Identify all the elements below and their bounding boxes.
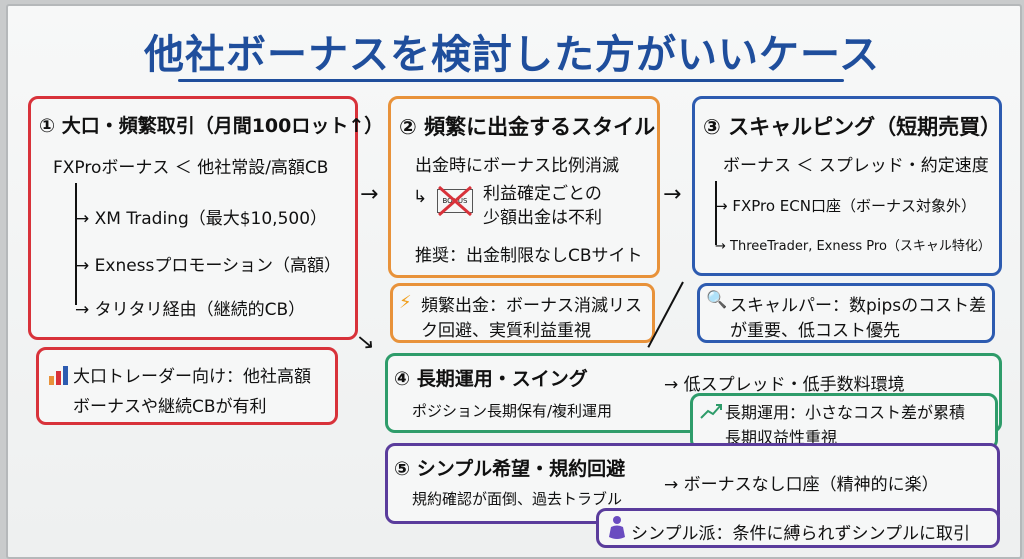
case2-detail: 利益確定ごとの [483,184,602,204]
meditation-icon [609,516,625,539]
case3-item: → ThreeTrader, Exness Pro（スキャル特化） [715,239,991,254]
case1-item: → タリタリ経由（継続的CB） [75,300,306,320]
case1-note: 大口トレーダー向け：他社高額 ボーナスや継続CBが有利 [36,347,338,425]
case4-note: 長期運用：小さなコスト差が累積 長期収益性重視 [690,393,998,450]
case4-note-line: 長期収益性重視 [725,428,838,447]
case1-item: → XM Trading（最大$10,500） [75,209,328,229]
bonus-crossed-icon: BONUS [437,185,473,217]
case3-summary: ボーナス ＜ スプレッド・約定速度 [723,156,989,176]
case4-summary: ポジション長期保有/複利運用 [412,402,613,420]
magnifier-icon: 🔍 [706,290,728,310]
case3-note-line: スキャルパー：数pipsのコスト差 [730,296,987,316]
lightning-icon: ⚡ [399,292,412,313]
case2-note-line: ク回避、実質利益重視 [421,321,591,341]
case4-heading: ④ 長期運用・スイング [394,368,588,390]
bar-chart-icon [49,366,68,385]
tree-line [715,181,717,245]
page-title: 他社ボーナスを検討した方がいいケース [144,32,880,78]
case5-summary: 規約確認が面倒、過去トラブル [412,490,623,508]
case2-heading: ② 頻繁に出金するスタイル [399,115,656,139]
corner-arrow-icon: ↳ [413,187,428,207]
case1-note-line: 大口トレーダー向け：他社高額 [73,367,311,387]
case3-note: 🔍 スキャルパー：数pipsのコスト差 が重要、低コスト優先 [697,283,995,343]
case1-note-line: ボーナスや継続CBが有利 [73,397,267,417]
arrow-right-icon: → [663,182,682,207]
case2-recommend: 推奨：出金制限なしCBサイト [415,246,643,266]
case2-summary: 出金時にボーナス比例消滅 [415,156,619,176]
case2-box: ② 頻繁に出金するスタイル 出金時にボーナス比例消滅 ↳ BONUS 利益確定ご… [388,96,660,278]
case5-note-line: シンプル派：条件に縛られずシンプルに取引 [631,524,970,544]
case2-detail: 少額出金は不利 [483,208,602,228]
case1-box: ① 大口・頻繁取引（月間100ロット↑） FXProボーナス ＜ 他社常設/高額… [28,96,383,340]
case3-item: → FXPro ECN口座（ボーナス対象外） [715,197,976,215]
case5-result: → ボーナスなし口座（精神的に楽） [664,475,939,495]
case3-heading: ③ スキャルピング（短期売買） [703,115,1002,139]
case5-heading: ⑤ シンプル希望・規約回避 [394,458,626,480]
case4-note-line: 長期運用：小さなコスト差が累積 [725,403,966,422]
case5-note: シンプル派：条件に縛られずシンプルに取引 [596,508,1000,548]
case3-box: ③ スキャルピング（短期売買） ボーナス ＜ スプレッド・約定速度 → FXPr… [692,96,1002,276]
case4-result: → 低スプレッド・低手数料環境 [664,375,905,395]
case3-note-line: が重要、低コスト優先 [730,321,900,341]
trend-up-icon [700,404,722,419]
case2-note-line: 頻繁出金：ボーナス消滅リス [421,296,642,316]
case1-item: → Exnessプロモーション（高額） [75,256,342,276]
case1-summary: FXProボーナス ＜ 他社常設/高額CB [53,158,329,178]
case1-heading: ① 大口・頻繁取引（月間100ロット↑） [39,115,384,137]
title-underline [178,79,844,82]
case2-note: ⚡ 頻繁出金：ボーナス消滅リス ク回避、実質利益重視 [390,283,655,343]
tree-line [75,183,77,305]
arrow-right-icon: → [360,182,379,207]
